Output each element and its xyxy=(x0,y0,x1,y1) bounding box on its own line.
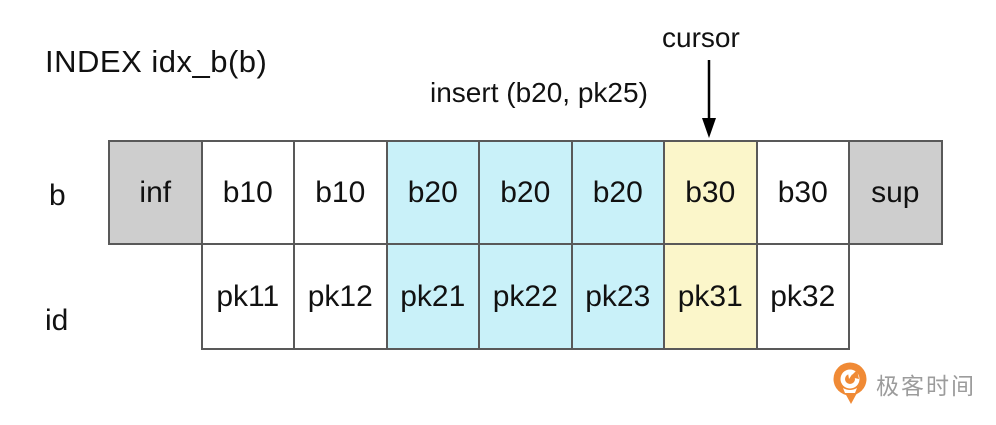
geektime-logo-icon xyxy=(833,362,867,404)
b-cell-5-b20: b20 xyxy=(570,140,665,245)
id-cell-5-pk31: pk31 xyxy=(663,243,758,350)
watermark-logo: 极客时间 xyxy=(832,362,976,406)
id-cell-3-pk22: pk22 xyxy=(478,243,573,350)
id-cell-0-pk11: pk11 xyxy=(200,243,295,350)
id-cell-6-pk32: pk32 xyxy=(755,243,850,350)
cursor-annotation: cursor xyxy=(662,22,740,53)
b-cell-8-sup: sup xyxy=(848,140,943,245)
b-cell-6-b30: b30 xyxy=(663,140,758,245)
b-cell-7-b30: b30 xyxy=(755,140,850,245)
b-cell-1-b10: b10 xyxy=(200,140,295,245)
id-cell-1-pk12: pk12 xyxy=(293,243,388,350)
row-label-b: b xyxy=(49,179,66,212)
b-cell-2-b10: b10 xyxy=(293,140,388,245)
watermark-text: 极客时间 xyxy=(876,373,976,399)
b-cell-4-b20: b20 xyxy=(478,140,573,245)
row-label-id: id xyxy=(45,304,69,337)
cursor-arrow-icon xyxy=(702,60,716,138)
id-cell-4-pk23: pk23 xyxy=(570,243,665,350)
b-cell-3-b20: b20 xyxy=(385,140,480,245)
insert-annotation: insert (b20, pk25) xyxy=(430,77,648,108)
id-cell-2-pk21: pk21 xyxy=(385,243,480,350)
b-cell-0-inf: inf xyxy=(108,140,203,245)
diagram-title: INDEX idx_b(b) xyxy=(45,44,268,79)
